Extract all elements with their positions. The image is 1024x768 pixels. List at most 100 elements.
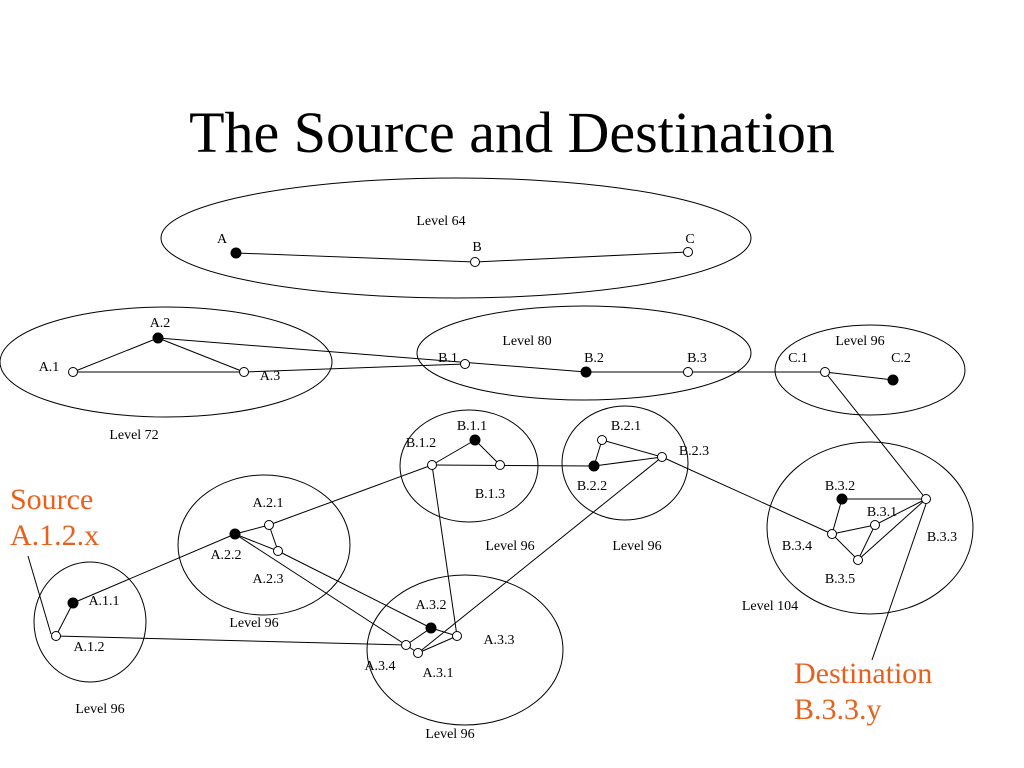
area-b2-label: Level 96 bbox=[612, 539, 661, 554]
area-b3-ellipse bbox=[766, 441, 974, 615]
node-b-3-2 bbox=[836, 493, 848, 505]
link-a-2-1-to-b-1-2 bbox=[268, 464, 433, 526]
node-a-2 bbox=[152, 332, 164, 344]
node-a-1-1 bbox=[67, 597, 79, 609]
node-a-1-2 bbox=[51, 631, 61, 641]
link-c-1-to-c-2 bbox=[824, 371, 894, 381]
link-a-1-1-to-a-2-2 bbox=[72, 533, 236, 604]
node-a-3-label: A.3 bbox=[260, 369, 281, 384]
node-a-2-2-label: A.2.2 bbox=[210, 548, 241, 563]
area-a3-ellipse bbox=[366, 574, 564, 726]
node-c-1-label: C.1 bbox=[788, 351, 808, 366]
node-b-2-3-label: B.2.3 bbox=[679, 444, 709, 459]
slide-title: The Source and Destination bbox=[189, 100, 835, 165]
link-b-3-1-to-b-3-3 bbox=[874, 498, 927, 526]
area-a2-ellipse bbox=[177, 474, 351, 616]
link-a-3-1-to-a-3-3 bbox=[417, 635, 458, 654]
area-a1-ellipse bbox=[33, 561, 147, 683]
area-b3-label: Level 104 bbox=[742, 599, 798, 614]
node-b-1 bbox=[460, 359, 470, 369]
destination-annotation-address: B.3.3.y bbox=[794, 693, 882, 726]
source-pointer-line bbox=[27, 555, 52, 635]
node-a-3-3-label: A.3.3 bbox=[483, 633, 514, 648]
node-a-1 bbox=[68, 367, 78, 377]
destination-pointer-line bbox=[871, 503, 927, 661]
link-a-3-1-to-b-2-3 bbox=[417, 456, 663, 654]
node-b-3-1 bbox=[870, 520, 880, 530]
node-b-3-5-label: B.3.5 bbox=[825, 572, 855, 587]
link-c-1-to-b-3-3 bbox=[824, 371, 927, 500]
node-b-3-3-label: B.3.3 bbox=[927, 530, 957, 545]
link-b-2-2-to-b-2-3 bbox=[593, 456, 663, 467]
destination-annotation-title: Destination bbox=[794, 657, 933, 690]
node-a-3-1-label: A.3.1 bbox=[422, 666, 453, 681]
node-b-3-4 bbox=[827, 529, 837, 539]
node-a-2-3-label: A.2.3 bbox=[252, 572, 283, 587]
node-b-1-1-label: B.1.1 bbox=[457, 419, 487, 434]
node-c bbox=[683, 247, 693, 257]
area-top-label: Level 64 bbox=[416, 214, 465, 229]
area-a2-label: Level 96 bbox=[229, 616, 278, 631]
source-annotation: Source A.1.2.x bbox=[10, 482, 99, 554]
link-b-3-5-to-b-3-1 bbox=[857, 524, 876, 561]
pointers-layer bbox=[27, 503, 927, 661]
node-b bbox=[470, 257, 480, 267]
source-annotation-title: Source bbox=[10, 483, 94, 516]
area-b-label: Level 80 bbox=[502, 334, 551, 349]
link-a-2-to-b-2 bbox=[157, 337, 587, 373]
node-a-3 bbox=[239, 367, 249, 377]
node-a-3-4 bbox=[401, 640, 411, 650]
area-c-ellipse bbox=[774, 324, 966, 416]
link-a-1-to-a-2 bbox=[72, 337, 159, 373]
source-annotation-address: A.1.2.x bbox=[10, 519, 100, 552]
link-a-2-2-to-a-2-3 bbox=[234, 533, 279, 552]
link-b-3-2-to-b-3-4 bbox=[831, 498, 843, 535]
node-c-label: C bbox=[685, 232, 694, 247]
node-b-3-2-label: B.3.2 bbox=[825, 479, 855, 494]
node-a-2-2 bbox=[229, 528, 241, 540]
link-b-1-2-to-a-3-3 bbox=[431, 464, 458, 637]
link-b-1-1-to-b-1-2 bbox=[431, 439, 476, 466]
node-b-1-2-label: B.1.2 bbox=[406, 436, 436, 451]
area-a1-label: Level 96 bbox=[75, 702, 124, 717]
area-a-label: Level 72 bbox=[109, 428, 158, 443]
link-a-1-1-to-a-1-2 bbox=[55, 602, 74, 637]
node-b-2-3 bbox=[657, 452, 667, 462]
node-b-2-1-label: B.2.1 bbox=[611, 419, 641, 434]
area-a-ellipse bbox=[0, 306, 333, 418]
node-b-3 bbox=[683, 367, 693, 377]
node-b-2-2 bbox=[588, 460, 600, 472]
link-a-to-b bbox=[235, 252, 476, 263]
node-a-3-1 bbox=[413, 648, 423, 658]
destination-annotation: Destination B.3.3.y bbox=[794, 656, 932, 728]
link-a-1-2-to-a-3-4 bbox=[55, 635, 407, 646]
node-b-1-1 bbox=[469, 434, 481, 446]
node-a-2-label: A.2 bbox=[150, 316, 171, 331]
node-c-1 bbox=[820, 367, 830, 377]
link-a-3-to-b-1 bbox=[243, 363, 466, 373]
node-b-1-3 bbox=[495, 460, 505, 470]
link-b-2-3-to-b-3-4 bbox=[661, 456, 833, 535]
link-b-3-4-to-b-3-1 bbox=[831, 524, 876, 535]
link-a-2-3-to-a-3-2 bbox=[277, 550, 432, 629]
link-b-3-3-to-b-3-5 bbox=[857, 498, 927, 561]
link-b-3-4-to-b-3-5 bbox=[831, 533, 859, 561]
node-a bbox=[230, 247, 242, 259]
node-a-label: A bbox=[217, 232, 228, 247]
node-a-1-label: A.1 bbox=[39, 360, 60, 375]
link-a-2-2-to-a-3-4 bbox=[234, 533, 407, 646]
node-b-1-3-label: B.1.3 bbox=[475, 487, 505, 502]
node-b-1-2 bbox=[427, 460, 437, 470]
node-a-3-2 bbox=[425, 622, 437, 634]
link-b-2-1-to-b-2-3 bbox=[601, 439, 663, 458]
node-c-2-label: C.2 bbox=[891, 351, 911, 366]
area-c-label: Level 96 bbox=[835, 334, 884, 349]
labels-layer: Level 64 Level 72 Level 80 Level 96 Level 96… bbox=[39, 214, 957, 742]
link-a-2-to-a-3 bbox=[157, 337, 245, 373]
node-a-1-1-label: A.1.1 bbox=[88, 594, 119, 609]
area-top-ellipse bbox=[160, 177, 752, 299]
node-a-3-4-label: A.3.4 bbox=[364, 659, 395, 674]
node-b-3-4-label: B.3.4 bbox=[782, 539, 812, 554]
node-c-2 bbox=[887, 374, 899, 386]
